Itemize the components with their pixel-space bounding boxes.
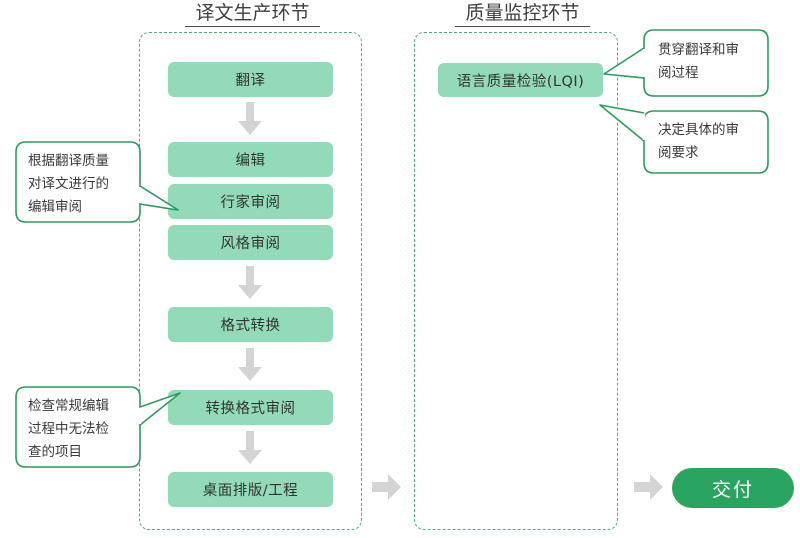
process-box-translate[interactable]: 翻译 xyxy=(168,62,333,97)
callout-edit-review-text: 根据翻译质量 对译文进行的 编辑审阅 xyxy=(28,153,109,215)
arrow-down-icon xyxy=(236,102,264,136)
process-box-converted-format-review[interactable]: 转换格式审阅 xyxy=(168,390,333,425)
callout-lqi-span: 贯穿翻译和审 阅过程 xyxy=(598,28,788,100)
lane-quality xyxy=(414,32,618,530)
process-box-format-conversion[interactable]: 格式转换 xyxy=(168,307,333,342)
column-title-quality: 质量监控环节 xyxy=(455,2,590,27)
callout-format-review: 检查常规编辑 过程中无法检 查的项目 xyxy=(8,385,188,470)
delivery-pill[interactable]: 交付 xyxy=(672,468,794,508)
arrow-down-icon xyxy=(236,431,264,465)
arrow-down-icon xyxy=(236,266,264,300)
arrow-right-icon xyxy=(634,474,664,500)
column-title-production: 译文生产环节 xyxy=(185,2,320,27)
callout-lqi-span-text: 贯穿翻译和审 阅过程 xyxy=(658,42,739,81)
process-box-edit[interactable]: 编辑 xyxy=(168,142,333,177)
process-box-dtp-engineering[interactable]: 桌面排版/工程 xyxy=(168,472,333,507)
callout-edit-review: 根据翻译质量 对译文进行的 编辑审阅 xyxy=(8,140,188,225)
callout-lqi-requirement: 决定具体的审 阅要求 xyxy=(598,104,788,177)
callout-lqi-requirement-text: 决定具体的审 阅要求 xyxy=(658,122,739,161)
arrow-down-icon xyxy=(236,348,264,382)
process-box-style-review[interactable]: 风格审阅 xyxy=(168,225,333,260)
process-box-lqi[interactable]: 语言质量检验(LQI) xyxy=(438,63,603,97)
callout-format-review-text: 检查常规编辑 过程中无法检 查的项目 xyxy=(28,398,109,460)
process-box-expert-review[interactable]: 行家审阅 xyxy=(168,184,333,219)
arrow-right-icon xyxy=(372,474,402,500)
